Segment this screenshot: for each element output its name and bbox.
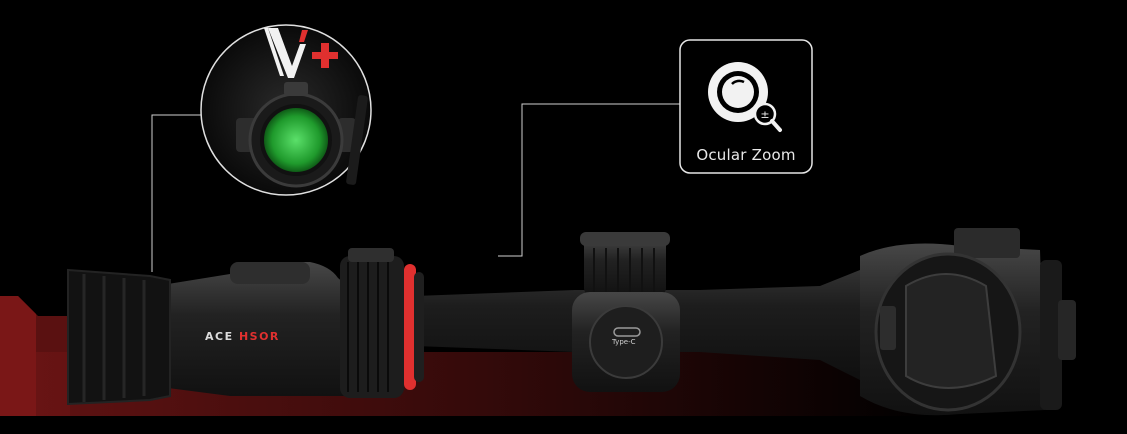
usb-c-port-icon bbox=[613, 327, 641, 337]
plus-minus-glyph: ± bbox=[760, 108, 769, 121]
brand-prefix: ACE bbox=[205, 330, 239, 343]
ocular-zoom-callout: ± bbox=[679, 39, 813, 174]
brand-accent: HSOR bbox=[238, 330, 280, 343]
type-c-label: Type-C bbox=[612, 338, 636, 346]
v-plus-logo-icon bbox=[264, 28, 338, 78]
view-inset-circle bbox=[200, 24, 372, 196]
ocular-zoom-label: Ocular Zoom bbox=[696, 146, 796, 164]
rifle-scope bbox=[67, 228, 1076, 416]
brand-badge: ACE HSOR bbox=[205, 330, 280, 343]
callout-leader-lines bbox=[151, 103, 680, 272]
magnifier-plus-minus-icon: ± bbox=[708, 62, 782, 132]
